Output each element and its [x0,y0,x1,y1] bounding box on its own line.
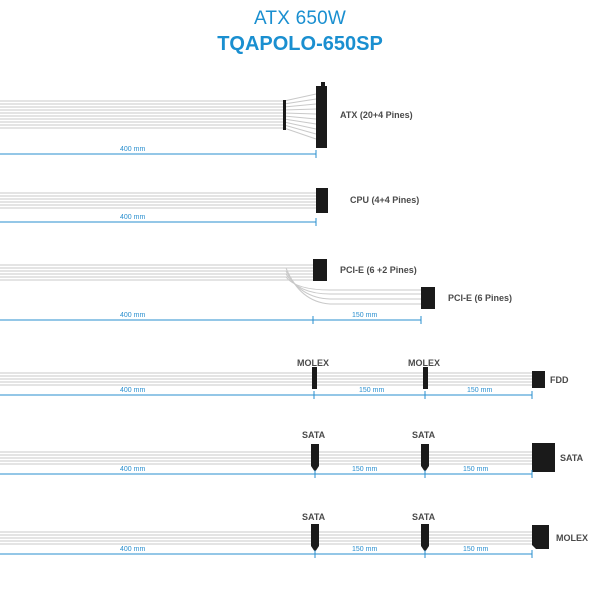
sata1-dim-label-3: 150 mm [463,466,488,473]
sata2-connector-1 [311,524,319,552]
pcie-connector-2 [421,287,435,309]
molex-dim-label-1: 400 mm [120,387,145,394]
sata2-connector-2 [421,524,429,552]
molex-wires [0,372,532,386]
pcie-label-2: PCI-E (6 Pines) [448,293,512,303]
sata2-dim-label-1: 400 mm [120,546,145,553]
atx-dim-label: 400 mm [120,146,145,153]
sata1-label-1: SATA [302,430,326,440]
fdd-connector [532,371,545,388]
sata-cable-1: SATA SATA SATA 400 mm 150 mm 150 mm [0,430,584,478]
sata1-connector-2 [421,444,429,472]
molex-dim-label-3: 150 mm [467,387,492,394]
sata1-connector-1 [311,444,319,472]
atx-wires [0,93,317,140]
molex-cable: MOLEX MOLEX FDD 400 mm 150 mm 150 mm [0,358,569,399]
sata1-end-connector [532,443,555,472]
molex-connector-1 [312,367,317,389]
sata2-label-1: SATA [302,512,326,522]
sata2-label-2: SATA [412,512,436,522]
sata2-wires [0,531,532,545]
fdd-label: FDD [550,375,569,385]
sata2-end-label: MOLEX [556,533,588,543]
sata2-dim-label-3: 150 mm [463,546,488,553]
sata1-label-2: SATA [412,430,436,440]
sata1-dim-label-2: 150 mm [352,466,377,473]
molex-label-2: MOLEX [408,358,440,368]
sata1-wires [0,451,532,465]
atx-cable: ATX (20+4 Pines) 400 mm [0,82,413,158]
pcie-connector-1 [313,259,327,281]
cpu-connector [316,188,328,213]
sata-cable-2: SATA SATA MOLEX 400 mm 150 mm 150 mm [0,512,588,558]
cpu-cable: CPU (4+4 Pines) 400 mm [0,188,419,226]
atx-label: ATX (20+4 Pines) [340,110,413,120]
diagram-title: ATX 650W [253,8,347,29]
cpu-label: CPU (4+4 Pines) [350,195,419,205]
pcie-dim-label-2: 150 mm [352,312,377,319]
model-name: TQAPOLO-650SP [217,33,383,55]
molex-dim-label-2: 150 mm [359,387,384,394]
sata2-dim-label-2: 150 mm [352,546,377,553]
pcie-dim-label-1: 400 mm [120,312,145,319]
pcie-label-1: PCI-E (6 +2 Pines) [340,265,417,275]
sata2-molex-end-connector [532,525,549,549]
molex-label-1: MOLEX [297,358,329,368]
cpu-dim-label: 400 mm [120,214,145,221]
pcie-cable: PCI-E (6 +2 Pines) PCI-E (6 Pines) 400 m… [0,259,512,324]
atx-connector [316,86,327,148]
pcie-wires [0,264,422,305]
sata1-end-label: SATA [560,453,584,463]
molex-connector-2 [423,367,428,389]
sata1-dim-label-1: 400 mm [120,466,145,473]
cpu-wires [0,192,316,209]
